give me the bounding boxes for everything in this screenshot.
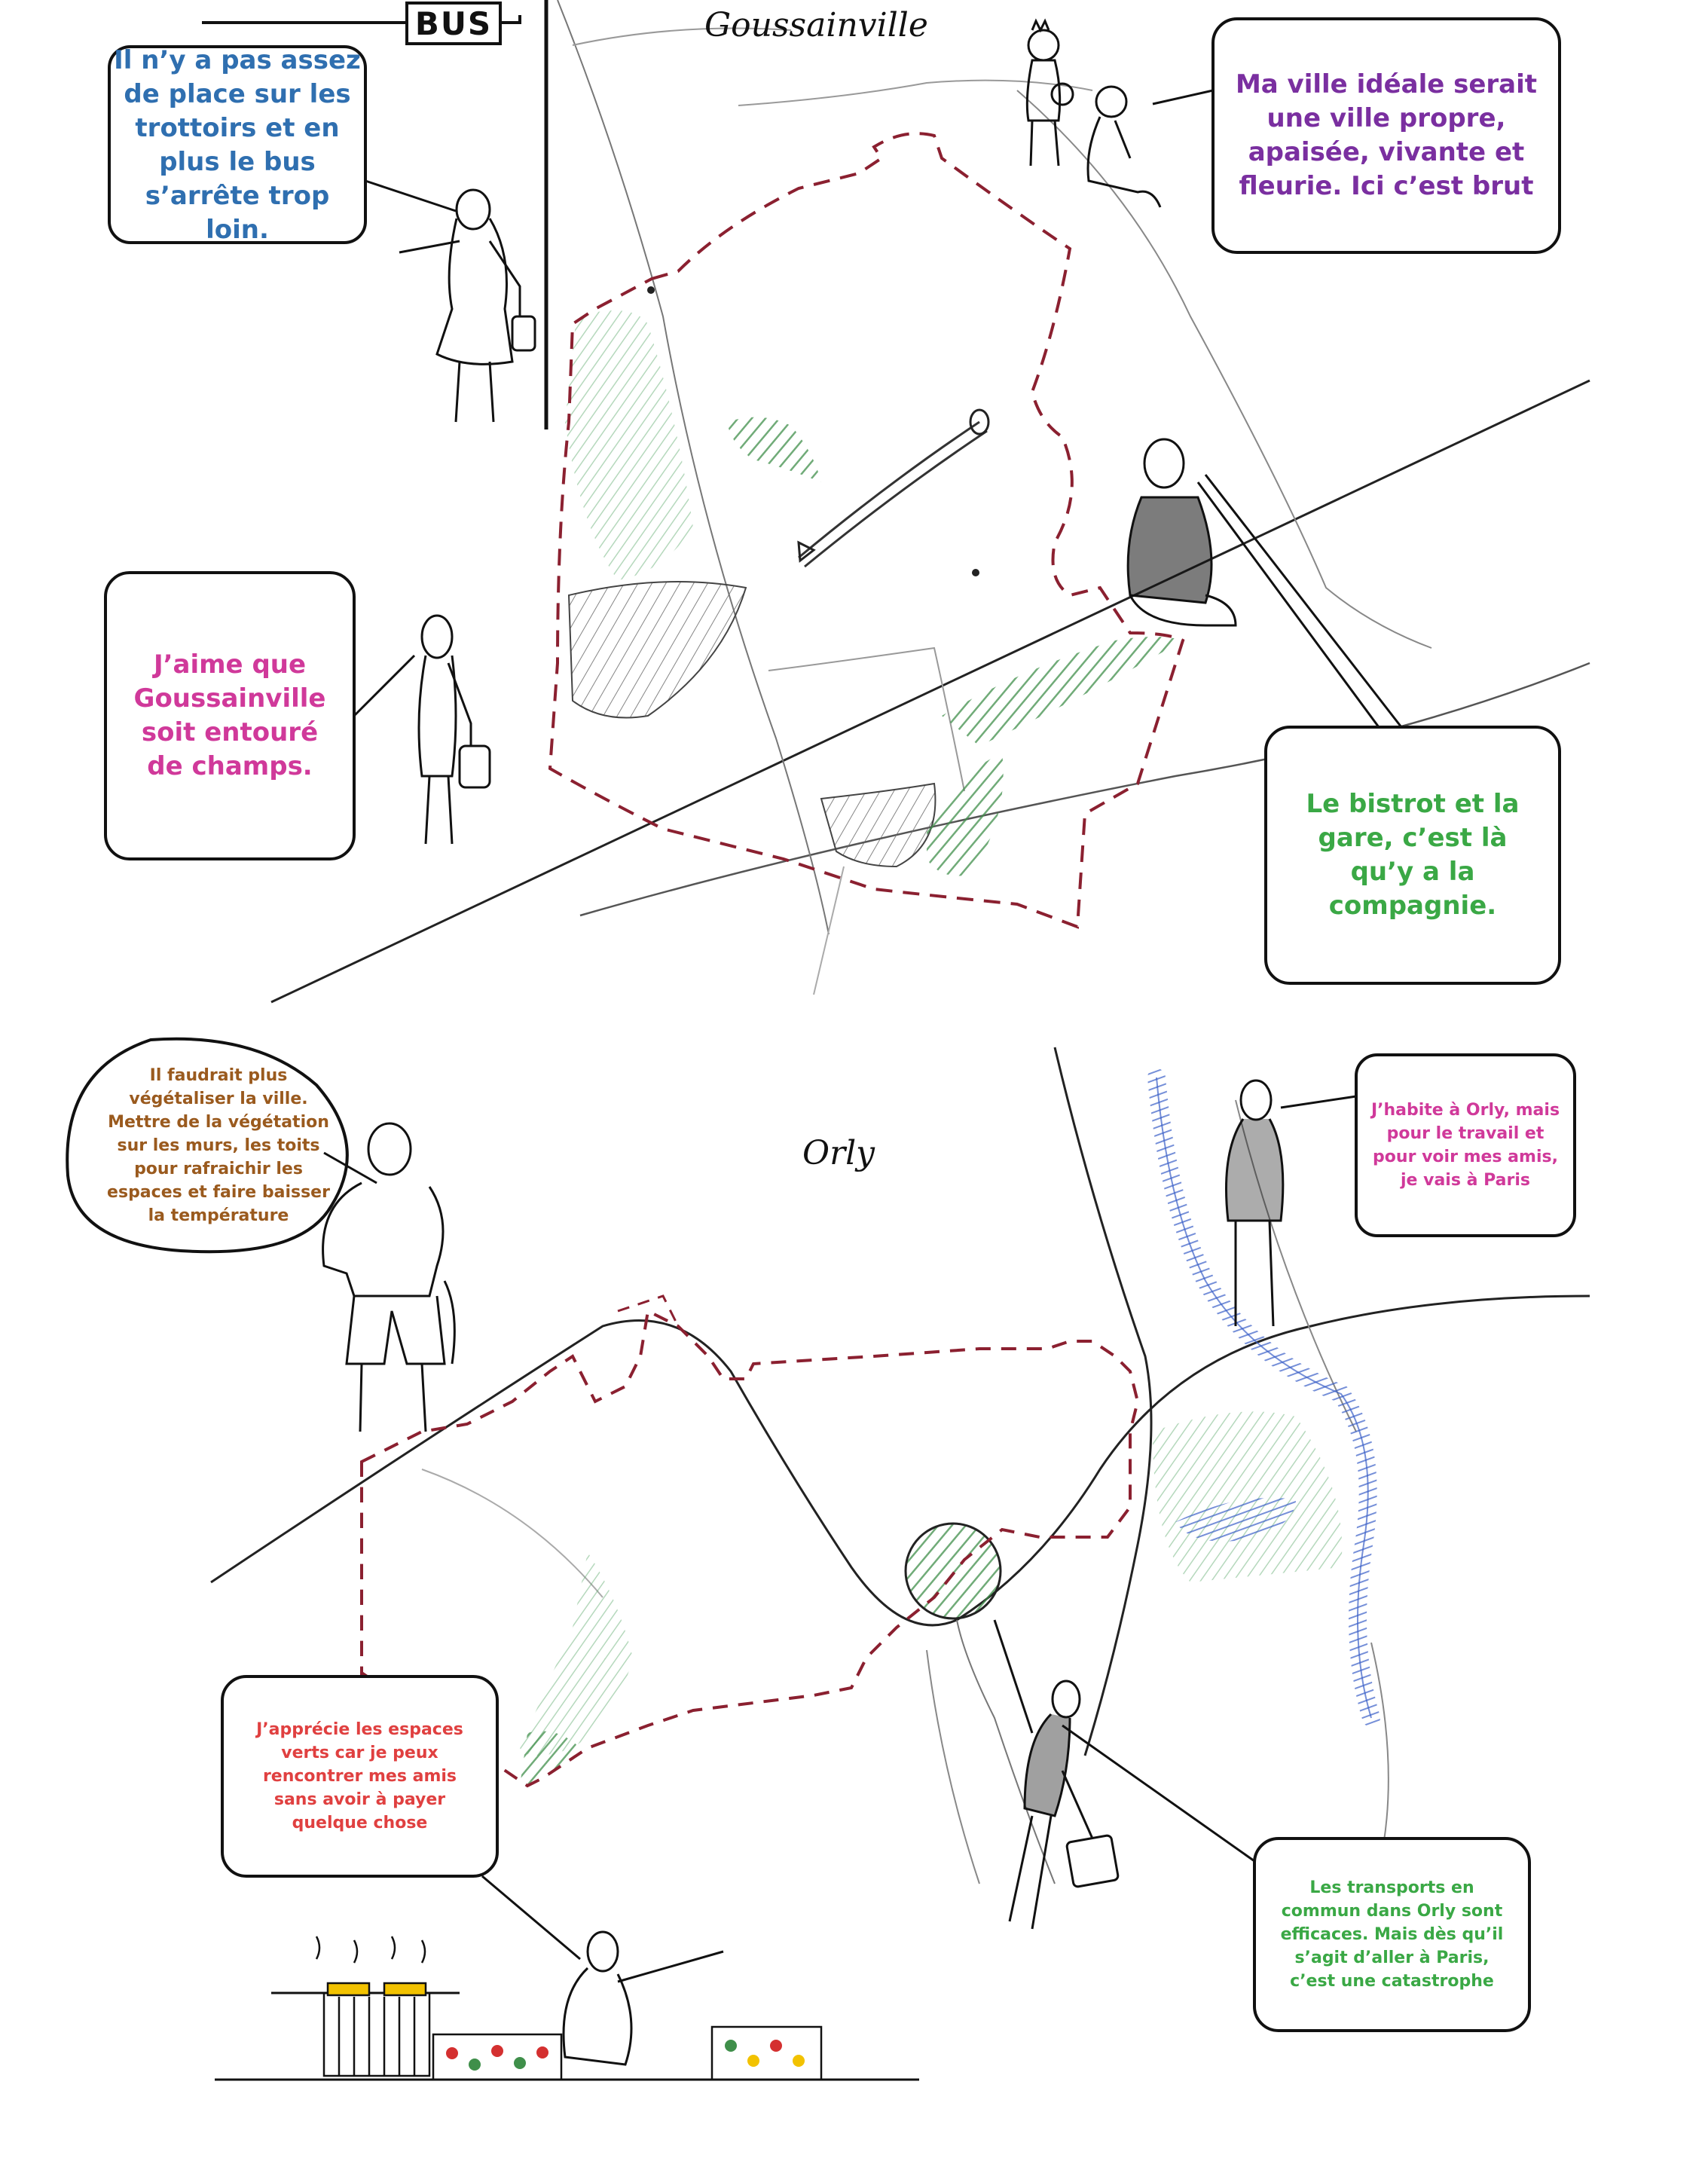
quote-transport: Les transports en commun dans Orly sont …	[1280, 1878, 1504, 1991]
bus-sign: BUS	[405, 2, 502, 45]
station-mark	[797, 540, 816, 563]
boy-figure	[1025, 18, 1074, 167]
woman-with-bag-figure	[417, 614, 491, 845]
road-line	[813, 866, 845, 995]
bubble-tail	[1280, 1095, 1357, 1109]
road-line	[1053, 1047, 1153, 1756]
speech-bubble-green-spaces	[221, 1675, 499, 1878]
speech-bubble-paris	[1355, 1053, 1576, 1237]
railway-line	[798, 420, 980, 559]
bubble-tail	[1062, 1724, 1255, 1863]
bubble-tail	[353, 654, 416, 717]
quote-sidewalk: Il n’y a pas assez de place sur les trot…	[114, 44, 361, 245]
quote-bistrot: Le bistrot et la gare, c’est là qu’y a l…	[1306, 789, 1520, 921]
green-hatched-area	[1153, 1411, 1343, 1582]
green-hatched-area	[520, 1731, 580, 1786]
woman-at-bus-stop-figure	[399, 188, 536, 423]
road-line	[768, 646, 965, 792]
commune-boundary	[360, 1309, 1140, 1788]
woman-orly-figure	[1225, 1079, 1285, 1327]
speech-bubble-transport	[1253, 1837, 1531, 2032]
man-with-briefcase-figure	[993, 1619, 1120, 1930]
road-line	[738, 79, 1093, 106]
road-line	[270, 379, 1590, 1004]
speech-bubble-sidewalk	[108, 45, 367, 244]
green-hatched-area	[927, 753, 1004, 876]
quote-green-spaces: J’apprécie les espaces verts car je peux…	[256, 1720, 463, 1832]
station-mark	[969, 408, 990, 436]
water-body	[1175, 1498, 1296, 1542]
bubble-tail	[481, 1875, 581, 1961]
speech-bubble-ideal-city	[1211, 17, 1561, 254]
point-mark	[972, 569, 979, 576]
green-hatched-area	[520, 1552, 633, 1756]
title-goussainville: Goussainville	[704, 6, 928, 44]
market-stall	[315, 1936, 823, 2081]
bubble-tail	[1196, 474, 1403, 728]
park-circle	[904, 1522, 1002, 1620]
road-line	[926, 1649, 980, 1884]
road-line	[421, 1469, 603, 1598]
goussainville-map	[104, 0, 1590, 1004]
quote-ideal-city: Ma ville idéale serait une ville propre,…	[1235, 69, 1538, 201]
speech-bubble-bistrot	[1264, 726, 1561, 985]
commune-boundary	[617, 1294, 680, 1327]
quote-vegetation: Il faudrait plus végétaliser la ville. M…	[107, 1065, 330, 1225]
market-vendor-figure	[562, 1930, 724, 2066]
road-line	[579, 662, 1590, 917]
commune-boundary	[548, 132, 1185, 929]
road-line	[210, 1294, 1590, 1627]
speech-bubble-vegetation	[66, 1037, 349, 1254]
road-line	[1370, 1642, 1389, 1869]
man-standing-figure	[322, 1122, 456, 1432]
man-sitting-bistrot-figure	[1126, 438, 1237, 627]
quote-fields: J’aime que Goussainville soit entouré de…	[133, 650, 326, 781]
road-line	[572, 27, 792, 46]
green-hatched-area	[727, 417, 821, 482]
bubble-tail	[323, 1151, 377, 1184]
bus-stop-arm	[202, 15, 521, 24]
grey-hatched-field	[820, 782, 936, 868]
orly-map	[66, 1037, 1590, 2081]
point-mark	[647, 286, 655, 294]
quote-paris: J’habite à Orly, mais pour le travail et…	[1370, 1101, 1560, 1190]
green-hatched-area	[565, 310, 693, 580]
road-line	[557, 0, 830, 935]
bubble-tail	[1152, 89, 1214, 105]
railway-line	[804, 429, 988, 568]
road-line	[956, 1619, 1056, 1884]
river-edge	[1156, 1077, 1372, 1719]
produce-crates	[446, 2040, 805, 2071]
sitting-girl-figure	[1086, 85, 1162, 208]
title-orly: Orly	[802, 1134, 875, 1172]
green-hatched-area	[942, 637, 1183, 746]
grey-hatched-field	[567, 581, 747, 719]
bubble-tail	[365, 179, 457, 212]
